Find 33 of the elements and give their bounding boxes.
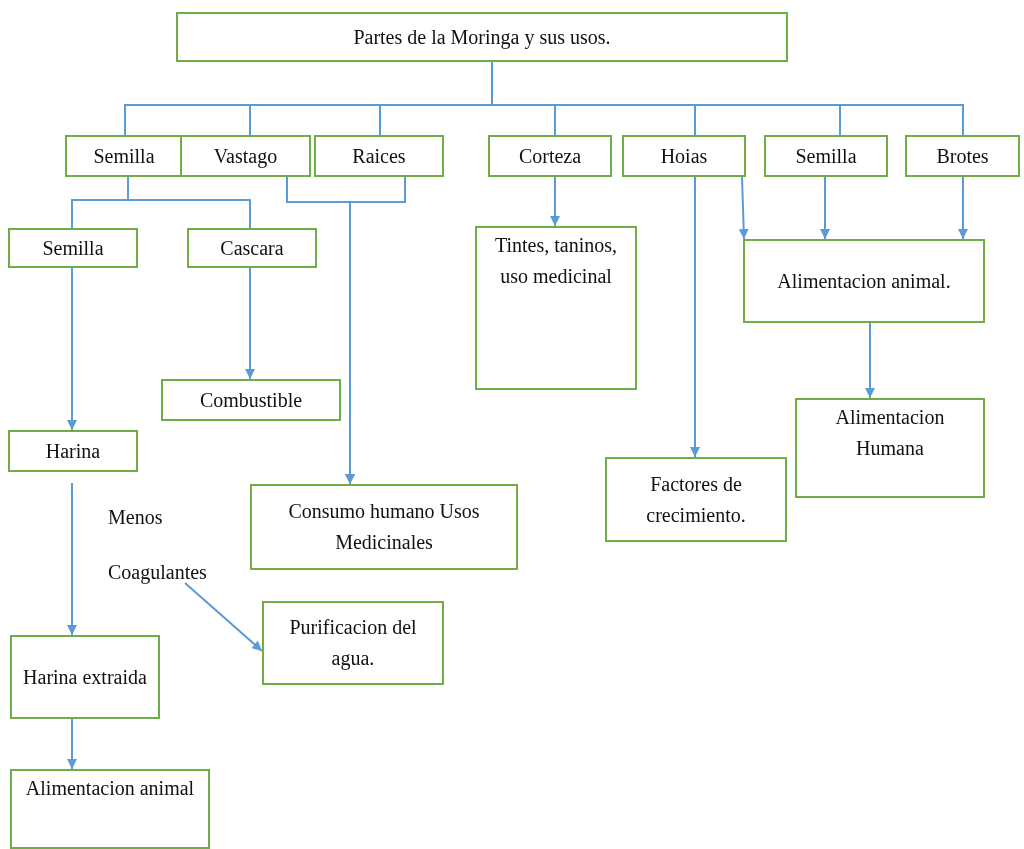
connector-arrow <box>738 176 749 240</box>
process-box: Semilla <box>764 135 888 177</box>
process-box: Tintes, taninos, uso medicinal <box>475 226 637 390</box>
process-box: Alimentacion animal. <box>743 239 985 323</box>
connector-arrow <box>184 582 263 652</box>
process-box: Alimentacion Humana <box>795 398 985 498</box>
connector-arrow <box>550 176 560 227</box>
process-box: Vastago <box>180 135 311 177</box>
process-box: Raices <box>314 135 444 177</box>
connector-arrow <box>820 176 830 240</box>
note-text: Menos Coagulantes <box>108 490 248 585</box>
process-box: Corteza <box>488 135 612 177</box>
process-box: Factores de crecimiento. <box>605 457 787 542</box>
process-box: Partes de la Moringa y sus usos. <box>176 12 788 62</box>
connector-arrow <box>67 267 77 431</box>
process-box: Purificacion del agua. <box>262 601 444 685</box>
process-box: Alimentacion animal <box>10 769 210 849</box>
connector-arrow <box>690 176 700 458</box>
process-box: Brotes <box>905 135 1020 177</box>
connector-arrow <box>245 267 255 380</box>
connector-arrow <box>958 176 968 240</box>
connector-arrow <box>345 176 406 485</box>
connector-arrow <box>865 322 875 399</box>
process-box: Semilla <box>65 135 183 177</box>
connector-arrow <box>67 482 77 636</box>
process-box: Harina extraida <box>10 635 160 719</box>
process-box: Harina <box>8 430 138 472</box>
process-box: Semilla <box>8 228 138 268</box>
process-box: Combustible <box>161 379 341 421</box>
process-box: Cascara <box>187 228 317 268</box>
process-box: Hoias <box>622 135 746 177</box>
connector-arrow <box>67 718 77 770</box>
process-box: Consumo humano Usos Medicinales <box>250 484 518 570</box>
